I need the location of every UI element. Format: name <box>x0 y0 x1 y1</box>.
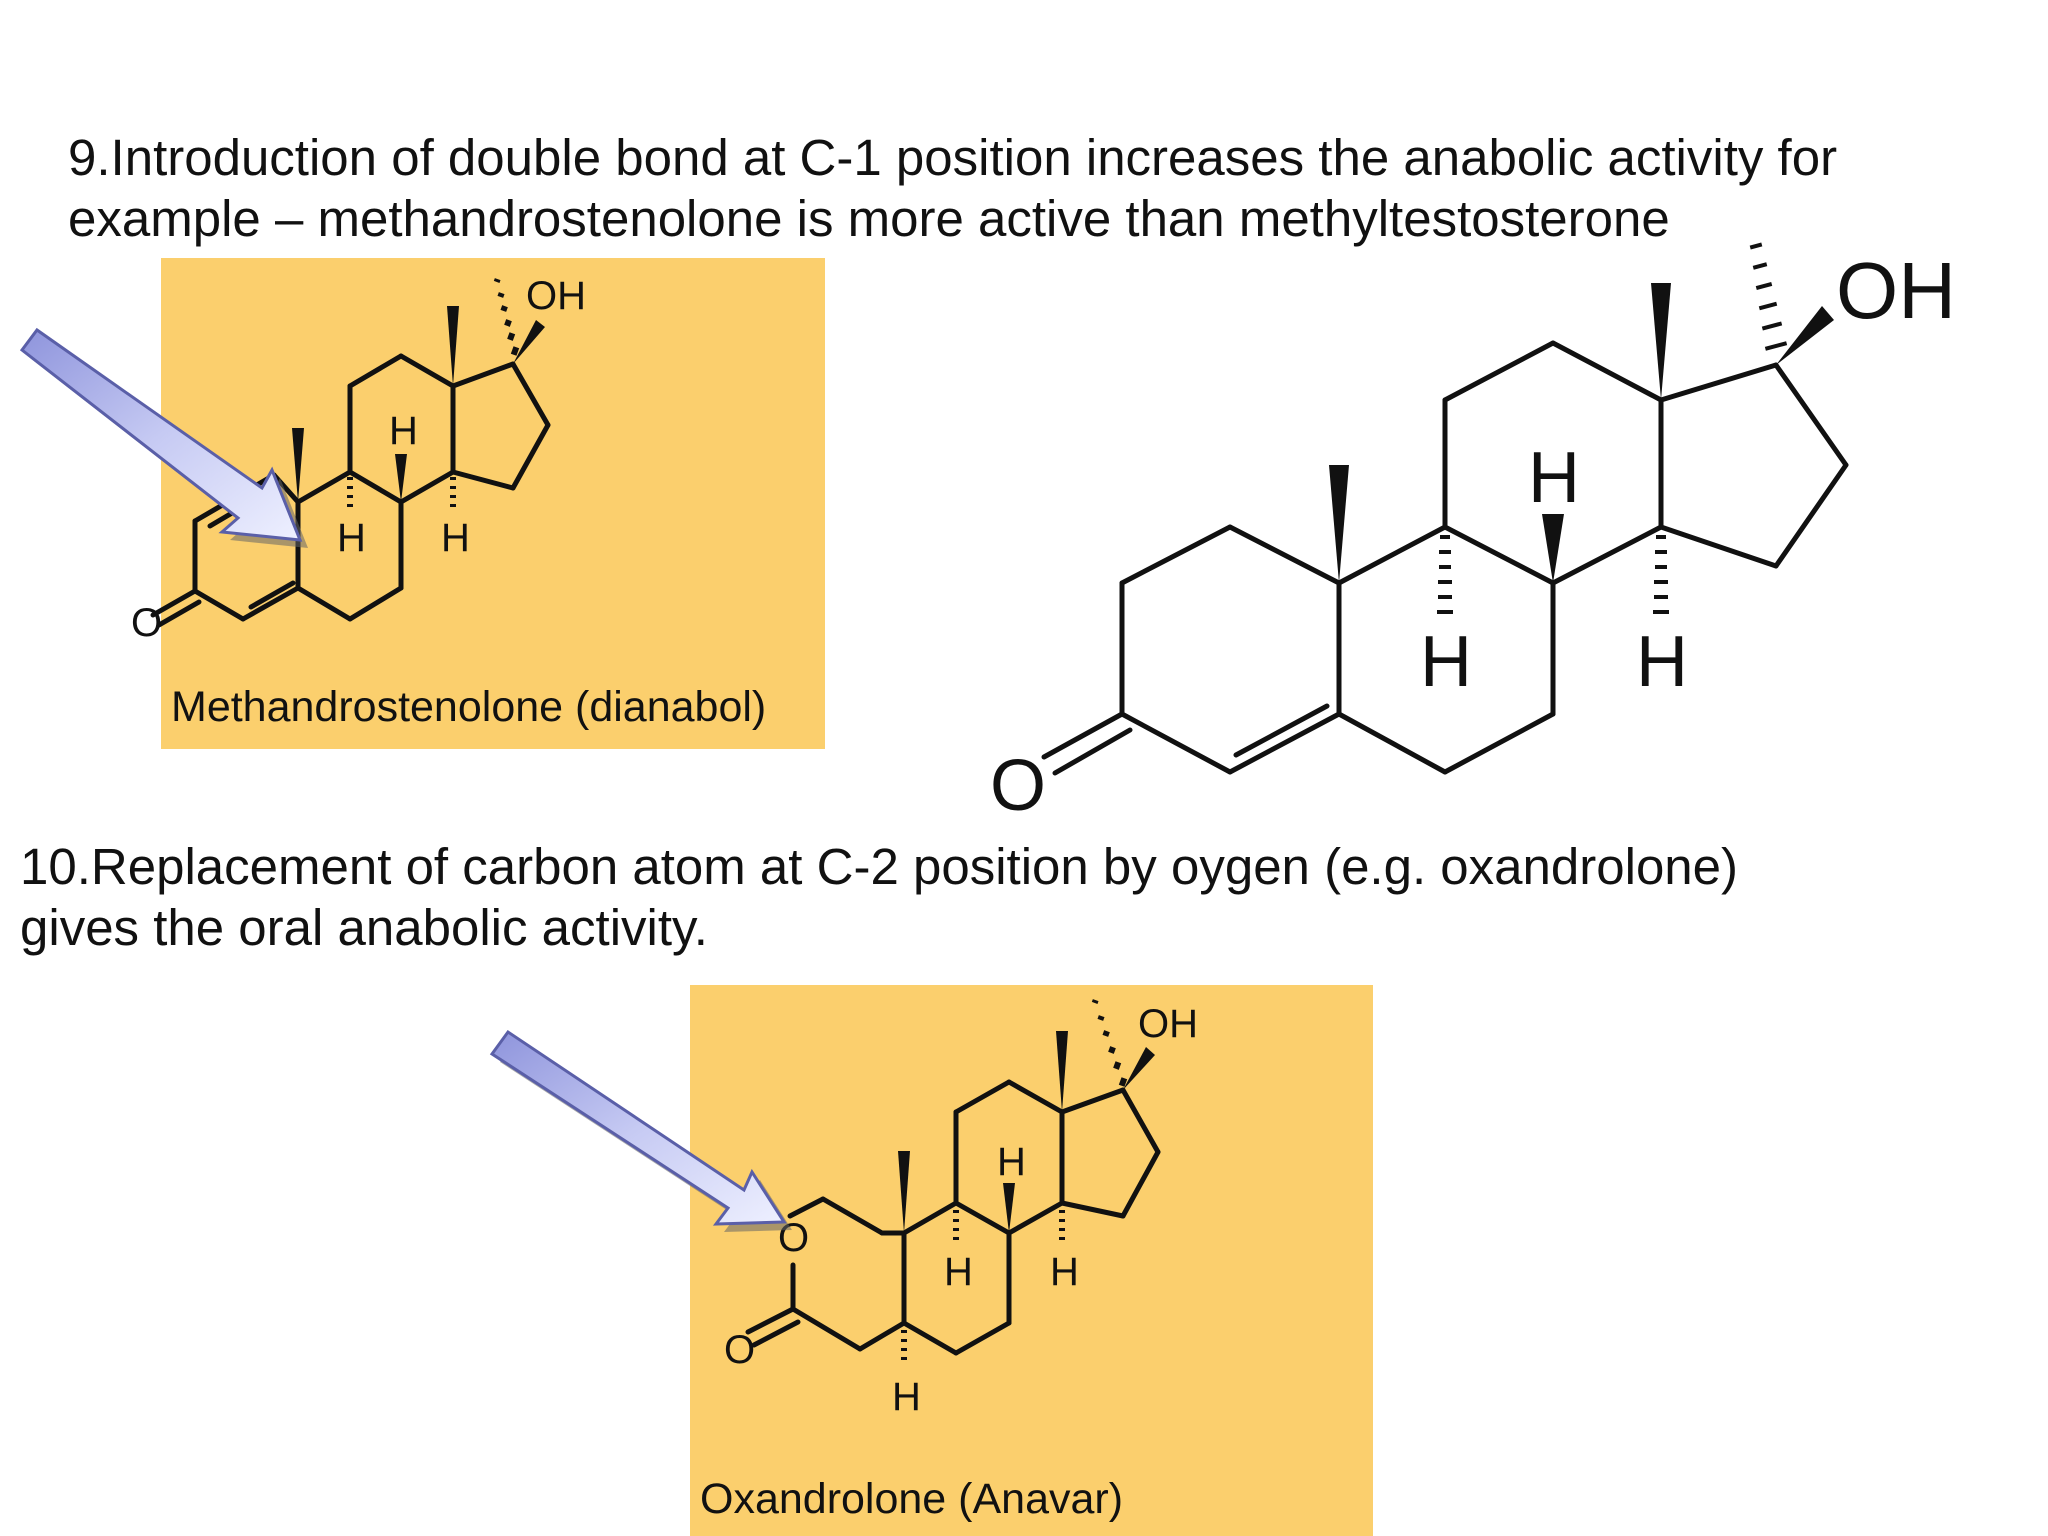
methandrostenolone-caption: Methandrostenolone (dianabol) <box>171 683 767 731</box>
oxandrolone-caption: Oxandrolone (Anavar) <box>700 1475 1124 1523</box>
oxandrolone-panel: OH O O H H H H Oxandrolone (Anavar) <box>690 985 1373 1536</box>
methandrostenolone-h-label-8: H <box>337 516 366 560</box>
point-10-line-1: 10.Replacement of carbon atom at C-2 pos… <box>20 838 1739 895</box>
arrow-icon-c1 <box>19 327 308 548</box>
methyltestosterone-h-label-9: H <box>1528 438 1580 518</box>
oxandrolone-structure: OH O O H H H H <box>724 999 1198 1419</box>
oxandrolone-h-label-5: H <box>892 1375 921 1419</box>
point-9-line-1: 9.Introduction of double bond at C-1 pos… <box>68 129 1838 186</box>
point-10-line-2: gives the oral anabolic activity. <box>20 899 708 956</box>
point-9-text: 9.Introduction of double bond at C-1 pos… <box>68 127 1968 249</box>
methyltestosterone-h-label-8: H <box>1420 622 1472 702</box>
oxandrolone-carbonyl-o-label: O <box>724 1328 755 1372</box>
methyltestosterone-oh-label: OH <box>1836 246 1956 335</box>
oxandrolone-h-label-8: H <box>944 1250 973 1294</box>
oxandrolone-h-label-9: H <box>997 1140 1026 1184</box>
methyltestosterone-h-label-14: H <box>1636 622 1688 702</box>
point-9-line-2: example – methandrostenolone is more act… <box>68 190 1670 247</box>
oxandrolone-oh-label: OH <box>1138 1002 1198 1046</box>
methyltestosterone-o-label: O <box>990 746 1046 826</box>
methandrostenolone-oh-label: OH <box>526 274 586 318</box>
methandrostenolone-o-label: O <box>131 601 162 645</box>
methandrostenolone-h-label-14: H <box>441 516 470 560</box>
arrow-icon-c2 <box>489 1029 792 1232</box>
methandrostenolone-h-label-9: H <box>389 409 418 453</box>
point-10-text: 10.Replacement of carbon atom at C-2 pos… <box>20 836 1920 958</box>
oxandrolone-h-label-14: H <box>1050 1250 1079 1294</box>
